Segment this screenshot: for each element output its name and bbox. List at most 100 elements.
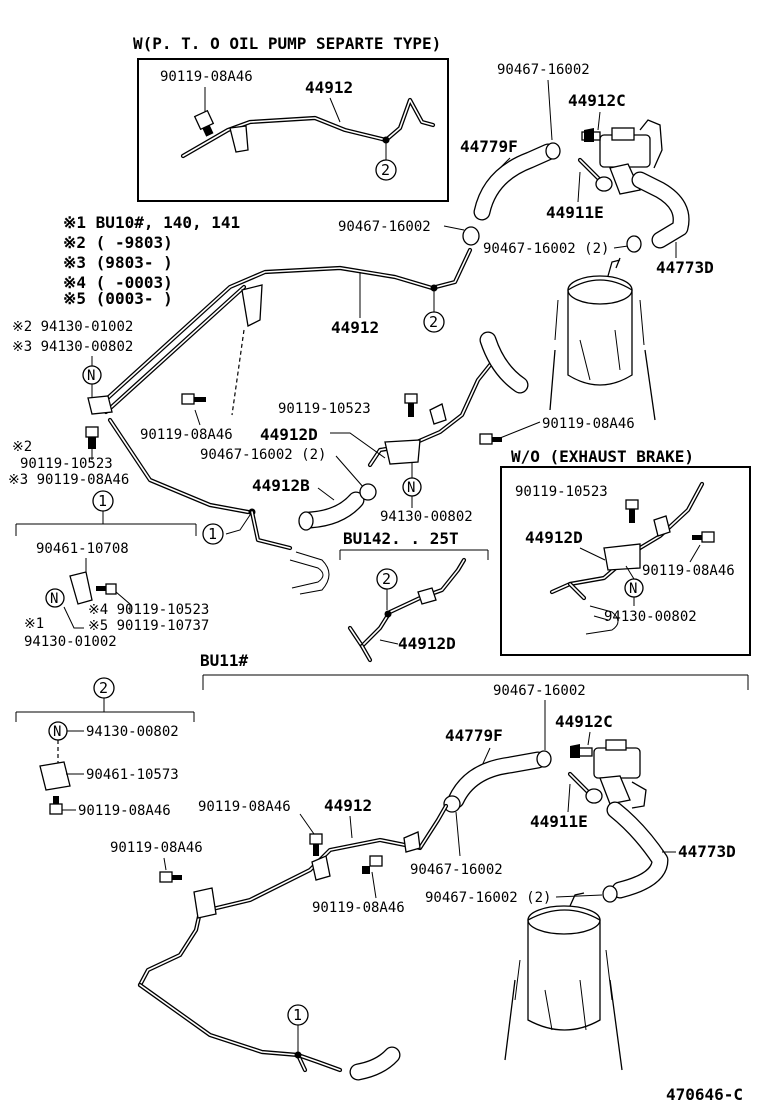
detail2-nut-label: 94130-00802 (86, 724, 179, 740)
pto-bolt-label: 90119-08A46 (160, 69, 253, 85)
bu11-hose-44779F-label: 44779F (445, 726, 503, 745)
pto-variant-box: W(P. T. O OIL PUMP SEPARTE TYPE) 90119-0… (133, 34, 449, 202)
main-ref1-marker (202, 523, 224, 545)
detail2-nut-symbol: N (53, 724, 61, 740)
detail2-ref-label: 2 (99, 679, 108, 697)
bu11-joint-1 (294, 1051, 302, 1059)
exhaust-canister-lower (504, 892, 623, 1071)
clamp-2-icon-upper (626, 235, 642, 253)
bu11-ref1-marker (287, 1004, 309, 1026)
bu11-clamp-2-leader (555, 894, 603, 898)
wo-bracket-small (653, 515, 671, 537)
bu11-bracket-right (403, 831, 421, 853)
pipe-end-lower (249, 509, 330, 595)
bu11-pipe-44911E-label: 44911E (530, 812, 588, 831)
pto-bolt-icon (193, 109, 215, 137)
nut-n2-label: ※2 94130-01002 (12, 319, 133, 335)
bu11-title: BU11# (200, 651, 249, 670)
detail2-bracket-icon (39, 761, 71, 791)
bu11-clamp-mid-label: 90467-16002 (410, 862, 503, 878)
detail1-nut-leader (63, 606, 84, 629)
pto-pipe-leader (329, 97, 341, 123)
clamp-top-leader (547, 79, 553, 141)
bolt-n3-label: ※3 90119-08A46 (8, 472, 129, 488)
bu11-hose-44773D (606, 801, 669, 899)
pipe-44911E (577, 157, 603, 183)
bu11-bolt-a-leader (299, 813, 315, 835)
pipe-44912D-upper (367, 362, 493, 468)
main-pipe-44912 (97, 247, 473, 515)
bolt-mid-label: 90119-08A46 (140, 427, 233, 443)
bolt-n2-icon (85, 426, 99, 449)
hose-upper-right (479, 331, 529, 394)
bu142-pipe-label: 44912D (398, 634, 456, 653)
pipe-44911E-leader (577, 171, 581, 203)
main-ref1-label: 1 (208, 525, 217, 543)
detail1-bracket-label: 90461-10708 (36, 541, 129, 557)
note-1: ※1 BU10#, 140, 141 (63, 213, 240, 232)
mid-bracket (384, 439, 421, 465)
hose-44779F-label: 44779F (460, 137, 518, 156)
detail1-nut-label: 94130-01002 (24, 634, 117, 650)
pipe-44912B-leader (317, 487, 335, 501)
engine-upper-assembly: 90467-16002 44912C 44779F 44911E 90467-1… (338, 62, 714, 421)
bu11-clamp-mid-icon (443, 795, 461, 813)
nut-94130-symbol: N (407, 480, 415, 496)
bu11-pipe-44911E (567, 771, 591, 795)
clamp-44912B-a (298, 511, 314, 531)
pipe-44911E-label: 44911E (546, 203, 604, 222)
detail2-bolt-label: 90119-08A46 (78, 803, 171, 819)
bu11-bolt-c-leader (163, 857, 167, 871)
main-ref2-marker (423, 311, 445, 333)
bolt-n2-label: 90119-10523 (20, 456, 113, 472)
hose-44779F (473, 143, 557, 221)
bu142-variant: BU142. . 25T 2 44912D (339, 529, 489, 663)
wo-nut-symbol: N (629, 581, 637, 597)
bu11-bolt-c-label: 90119-08A46 (110, 840, 203, 856)
pipe-bracket-upper (241, 284, 263, 327)
clamp-top-icon (545, 142, 561, 160)
main-ref1-leader (225, 511, 253, 535)
bu11-hose-44779F (447, 751, 547, 809)
note-3: ※3 (9803- ) (63, 253, 173, 272)
main-ref2-label: 2 (429, 313, 438, 331)
bu11-clamp-top-icon (536, 750, 552, 768)
pipe-44912D-leader (330, 432, 386, 459)
detail1-bracket-line (15, 511, 197, 536)
bu11-bracket-line (202, 674, 749, 690)
wo-box-title: W/O (EXHAUST BRAKE) (511, 447, 694, 466)
bolt-mid-icon (181, 393, 206, 405)
bu142-pipe (347, 557, 467, 663)
bu11-bolt-b-leader (371, 871, 377, 899)
wo-nut-leader (625, 565, 635, 606)
variant-notes: ※1 BU10#, 140, 141 ※2 ( -9803) ※3 (9803-… (63, 213, 240, 308)
wo-bolt-top-label: 90119-10523 (515, 484, 608, 500)
clamp-left-leader (443, 225, 465, 231)
clamp-left-label: 90467-16002 (338, 219, 431, 235)
clamp-44912B-b (359, 483, 377, 501)
pipe-44912C-leader (597, 111, 601, 131)
wo-exhaust-brake-box: W/O (EXHAUST BRAKE) 90119-10523 44912D 9… (500, 447, 751, 656)
bolt-right-leader (499, 421, 541, 439)
bu142-bracket (417, 587, 437, 605)
bolt-10523-label: 90119-10523 (278, 401, 371, 417)
wo-nut-label: 94130-00802 (604, 609, 697, 625)
hose-44773D (631, 171, 690, 249)
wo-box-frame (500, 466, 751, 656)
pto-pipe (180, 97, 436, 159)
bu11-bolt-b-icon (362, 855, 383, 874)
bu11-pipe-44912C-label: 44912C (555, 712, 613, 731)
wo-bracket (603, 543, 641, 571)
bu11-pipe-44912-leader (349, 815, 353, 839)
wo-pipe-leader (579, 547, 606, 561)
bu11-clamp-top-label: 90467-16002 (493, 683, 586, 699)
bu11-pipe-44912-label: 44912 (324, 796, 372, 815)
bu11-hose-end (349, 1046, 401, 1081)
mid-bracket-small (429, 403, 447, 425)
wo-bolt-right-leader (689, 544, 701, 563)
pto-box-title: W(P. T. O OIL PUMP SEPARTE TYPE) (133, 34, 441, 53)
bu11-bracket-mid (311, 855, 331, 881)
bu142-pipe-leader (379, 639, 399, 645)
bu11-clamp-2-label: 90467-16002 (2) (425, 890, 551, 906)
